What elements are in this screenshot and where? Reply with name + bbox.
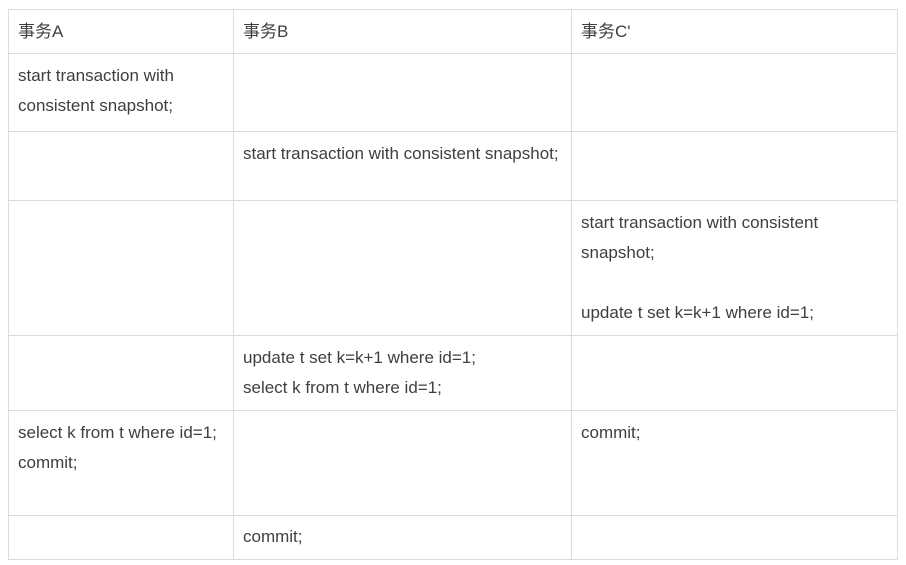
cell-empty [581, 343, 889, 344]
table-row: start transaction with consistent snapsh… [8, 53, 898, 132]
cell-empty [581, 139, 889, 140]
column-header-transaction-b: 事务B [233, 9, 572, 54]
table-header: 事务A 事务B 事务C' [8, 9, 898, 54]
cell-paragraph-gap [581, 268, 889, 298]
cell-b-5 [233, 410, 572, 516]
cell-empty [243, 61, 563, 62]
table-row: select k from t where id=1; commit; comm… [8, 410, 898, 516]
cell-empty [581, 61, 889, 62]
cell-line: commit; [18, 453, 78, 472]
cell-b-3 [233, 200, 572, 336]
column-header-transaction-c: 事务C' [571, 9, 898, 54]
table-row: commit; [8, 515, 898, 560]
table-row: update t set k=k+1 where id=1; select k … [8, 335, 898, 411]
cell-line: update t set k=k+1 where id=1; [581, 303, 814, 322]
cell-c-5: commit; [571, 410, 898, 516]
cell-a-2 [8, 131, 234, 201]
cell-line: select k from t where id=1; [243, 378, 442, 397]
table-body: start transaction with consistent snapsh… [8, 53, 898, 560]
mysql-transaction-timeline-table: 事务A 事务B 事务C' start transaction with cons… [8, 9, 898, 560]
cell-empty [18, 208, 225, 209]
table-row: start transaction with consistent snapsh… [8, 131, 898, 201]
cell-line: start transaction with consistent snapsh… [581, 213, 819, 262]
cell-line: start transaction with consistent snapsh… [18, 66, 174, 115]
cell-a-3 [8, 200, 234, 336]
cell-c-1 [571, 53, 898, 132]
cell-empty [243, 418, 563, 419]
table-row: start transaction with consistent snapsh… [8, 200, 898, 336]
cell-b-4: update t set k=k+1 where id=1; select k … [233, 335, 572, 411]
cell-a-6 [8, 515, 234, 560]
cell-c-4 [571, 335, 898, 411]
cell-c-6 [571, 515, 898, 560]
cell-empty [18, 343, 225, 344]
cell-line: start transaction with consistent snapsh… [243, 144, 559, 163]
cell-a-1: start transaction with consistent snapsh… [8, 53, 234, 132]
table-header-row: 事务A 事务B 事务C' [8, 9, 898, 54]
cell-line: commit; [243, 527, 303, 546]
cell-c-3: start transaction with consistent snapsh… [571, 200, 898, 336]
column-header-transaction-a: 事务A [8, 9, 234, 54]
cell-line: select k from t where id=1; [18, 423, 217, 442]
cell-empty [581, 522, 889, 523]
cell-empty [18, 522, 225, 523]
cell-a-4 [8, 335, 234, 411]
cell-empty [243, 208, 563, 209]
cell-c-2 [571, 131, 898, 201]
cell-b-6: commit; [233, 515, 572, 560]
cell-line: update t set k=k+1 where id=1; [243, 348, 476, 367]
cell-b-2: start transaction with consistent snapsh… [233, 131, 572, 201]
cell-a-5: select k from t where id=1; commit; [8, 410, 234, 516]
cell-b-1 [233, 53, 572, 132]
cell-empty [18, 139, 225, 140]
cell-line: commit; [581, 423, 641, 442]
